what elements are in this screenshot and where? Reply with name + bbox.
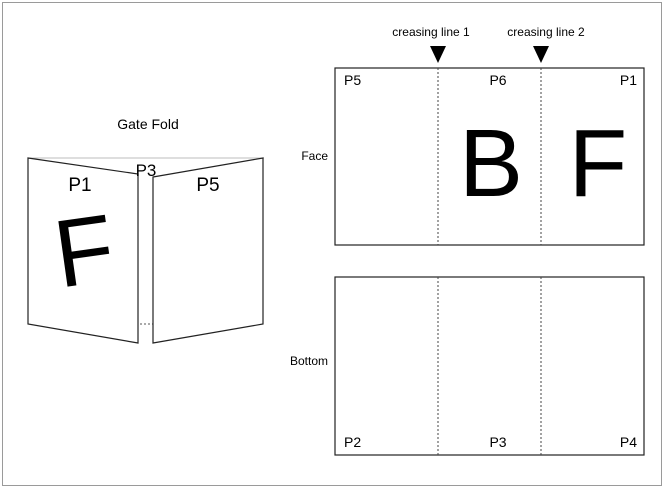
right-flap-panel (152, 157, 264, 344)
bottom-sheet (334, 276, 645, 456)
face-panel-1-label: P5 (344, 72, 361, 88)
gate-fold-center-label: P3 (136, 161, 157, 180)
face-panel-3-label: P1 (620, 72, 637, 88)
gate-fold-title: Gate Fold (117, 116, 178, 132)
face-panel-3-letter: F (569, 110, 628, 217)
gate-fold-right-label: P5 (196, 175, 219, 196)
bottom-panel-3-label: P4 (620, 434, 637, 450)
bottom-row-label: Bottom (290, 354, 328, 368)
face-panel-2-letter: B (459, 110, 523, 217)
creasing-line-1-label: creasing line 1 (392, 25, 470, 39)
face-panel-2-label: P6 (489, 72, 506, 88)
gate-fold-left-label: P1 (68, 175, 91, 196)
face-row-label: Face (301, 149, 328, 163)
face-sheet (334, 67, 645, 246)
bottom-panel-1-label: P2 (344, 434, 361, 450)
bottom-panel-2-label: P3 (489, 434, 506, 450)
creasing-line-2-label: creasing line 2 (507, 25, 585, 39)
creasing-line-2-arrow-icon (533, 46, 549, 63)
creasing-line-1-arrow-icon (430, 46, 446, 63)
left-flap-panel (27, 157, 139, 344)
